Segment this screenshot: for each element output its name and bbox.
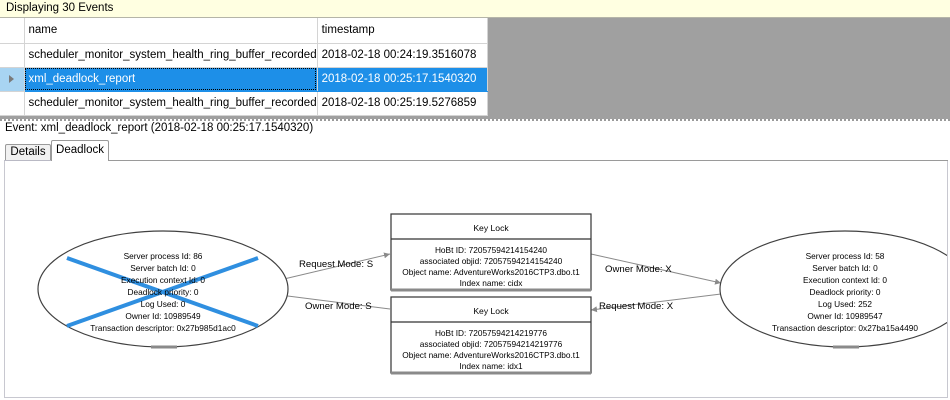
events-grid-container[interactable]: name timestamp scheduler_monitor_system_… (0, 18, 950, 119)
cell-timestamp[interactable]: 2018-02-18 00:25:19.5276859 (317, 91, 488, 116)
process-left-line-1: Server batch Id: 0 (130, 263, 196, 273)
process-right-line-0: Server process Id: 58 (806, 251, 885, 261)
keylock-bottom-line-1: associated objid: 72057594214219776 (420, 339, 563, 349)
edge-request-s-label: Request Mode: S (299, 259, 373, 270)
keylock-top-line-1: associated objid: 72057594214154240 (420, 256, 563, 266)
edge-request-x-label: Request Mode: X (599, 301, 674, 312)
cell-name[interactable]: xml_deadlock_report (24, 67, 318, 92)
process-left-line-2: Execution context Id: 0 (121, 275, 205, 285)
table-row-selected[interactable]: xml_deadlock_report 2018-02-18 00:25:17.… (0, 67, 488, 92)
keylock-top-line-2: Object name: AdventureWorks2016CTP3.dbo.… (402, 267, 580, 277)
process-node-right[interactable]: Server process Id: 58 Server batch Id: 0… (719, 230, 947, 349)
process-right-line-1: Server batch Id: 0 (812, 263, 878, 273)
panel-top-seam (109, 160, 948, 161)
cell-name[interactable]: scheduler_monitor_system_health_ring_buf… (24, 91, 318, 116)
process-right-line-4: Log Used: 252 (818, 299, 872, 309)
keylock-top-line-0: HoBt ID: 72057594214154240 (435, 245, 547, 255)
column-header-timestamp[interactable]: timestamp (317, 18, 488, 44)
keylock-top-title: Key Lock (473, 223, 509, 233)
column-header-name[interactable]: name (24, 18, 318, 44)
edge-owner-s: Owner Mode: S (271, 291, 391, 312)
table-row[interactable]: scheduler_monitor_system_health_ring_buf… (0, 43, 488, 68)
tab-details[interactable]: Details (5, 144, 51, 161)
events-grid-header-row: name timestamp (0, 18, 488, 44)
process-left-line-6: Transaction descriptor: 0x27b985d1ac0 (90, 323, 236, 333)
process-right-line-6: Transaction descriptor: 0x27ba15a4490 (772, 323, 918, 333)
edge-request-x: Request Mode: X (590, 293, 722, 313)
process-right-line-5: Owner Id: 10989547 (807, 311, 883, 321)
keylock-bottom-line-3: Index name: idx1 (459, 361, 523, 371)
process-left-line-0: Server process Id: 86 (124, 251, 203, 261)
events-grid[interactable]: name timestamp scheduler_monitor_system_… (0, 18, 488, 116)
row-arrow-icon (9, 74, 15, 83)
resource-node-keylock-bottom[interactable]: Key Lock HoBt ID: 72057594214219776 asso… (390, 296, 592, 375)
tab-deadlock[interactable]: Deadlock (51, 140, 109, 161)
process-right-line-3: Deadlock priority: 0 (809, 287, 880, 297)
process-left-line-3: Deadlock priority: 0 (127, 287, 198, 297)
deadlock-graph-panel[interactable]: Request Mode: S Owner Mode: X Owner Mode… (4, 160, 948, 398)
keylock-top-line-3: Index name: cidx (460, 278, 524, 288)
row-selector-cell[interactable] (0, 91, 25, 116)
deadlock-graph-canvas[interactable]: Request Mode: S Owner Mode: X Owner Mode… (5, 161, 947, 397)
keylock-bottom-title: Key Lock (473, 306, 509, 316)
process-right-line-2: Execution context Id: 0 (803, 275, 887, 285)
process-left-line-4: Log Used: 0 (141, 299, 186, 309)
keylock-bottom-line-2: Object name: AdventureWorks2016CTP3.dbo.… (402, 350, 580, 360)
edge-owner-s-label: Owner Mode: S (305, 301, 372, 312)
displaying-events-banner: Displaying 30 Events (0, 0, 950, 18)
column-header-selector[interactable] (0, 18, 25, 44)
cell-timestamp[interactable]: 2018-02-18 00:25:17.1540320 (317, 67, 488, 92)
horizontal-splitter[interactable] (0, 119, 950, 141)
edge-owner-x-label: Owner Mode: X (605, 264, 672, 275)
process-left-line-5: Owner Id: 10989549 (125, 311, 201, 321)
victim-cross-marker (66, 256, 259, 328)
tabstrip: Details Deadlock (0, 140, 950, 161)
keylock-bottom-line-0: HoBt ID: 72057594214219776 (435, 328, 547, 338)
row-selector-cell[interactable] (0, 43, 25, 68)
edge-owner-x: Owner Mode: X (590, 253, 722, 285)
cell-timestamp[interactable]: 2018-02-18 00:24:19.3516078 (317, 43, 488, 68)
resource-node-keylock-top[interactable]: Key Lock HoBt ID: 72057594214154240 asso… (390, 213, 592, 292)
edge-request-s: Request Mode: S (266, 252, 391, 284)
row-selector-cell[interactable] (0, 67, 25, 92)
event-caption: Event: xml_deadlock_report (2018-02-18 0… (5, 122, 314, 134)
process-node-left[interactable]: Server process Id: 86 Server batch Id: 0… (37, 230, 289, 349)
table-row[interactable]: scheduler_monitor_system_health_ring_buf… (0, 91, 488, 116)
cell-name[interactable]: scheduler_monitor_system_health_ring_buf… (24, 43, 318, 68)
